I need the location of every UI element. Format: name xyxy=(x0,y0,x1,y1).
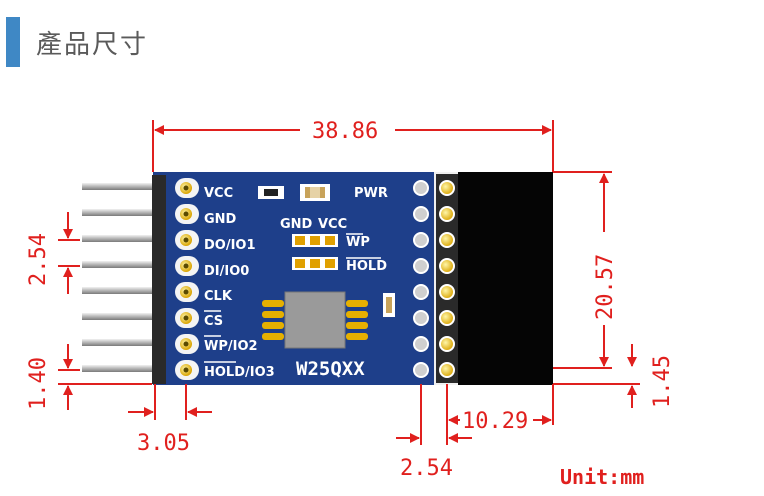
right-pad-columns xyxy=(409,172,460,385)
pin-label-cs: CS xyxy=(204,314,223,329)
pin-label-di: DI/IO0 xyxy=(204,264,249,279)
flash-chip: W25QXX xyxy=(262,291,368,380)
smd-components: PWR GND VCC WP HOLD xyxy=(258,184,395,317)
dimension-lines xyxy=(58,120,640,445)
pin-label-hold: HOLD/IO3 xyxy=(204,365,275,380)
dim-pitch-bottom: 2.54 xyxy=(400,456,453,481)
pin-label-gnd: GND xyxy=(204,212,237,227)
left-pads xyxy=(175,178,199,380)
dim-width: 38.86 xyxy=(312,119,378,144)
section-title: 產品尺寸 xyxy=(36,30,149,60)
dim-right-offset: 1.45 xyxy=(650,355,675,408)
dim-pitch-left: 2.54 xyxy=(26,233,51,286)
wp-label: WP xyxy=(346,235,370,250)
pcb-board xyxy=(153,172,453,385)
vcc-label: VCC xyxy=(318,217,347,232)
header-accent-bar xyxy=(6,17,20,67)
unit-label: Unit:mm xyxy=(560,465,644,489)
pin-label-clk: CLK xyxy=(204,289,233,304)
dim-edge-to-pin: 3.05 xyxy=(137,431,190,456)
hold-label: HOLD xyxy=(346,259,387,274)
pin-label-wp: WP/IO2 xyxy=(204,339,258,354)
left-header-plastic xyxy=(152,175,166,384)
pin-label-do: DO/IO1 xyxy=(204,238,256,253)
dim-header-width: 10.29 xyxy=(462,409,528,434)
section-header: 產品尺寸 xyxy=(6,17,764,67)
left-pins xyxy=(82,183,154,372)
dim-pin-offset: 1.40 xyxy=(26,357,51,410)
pin-label-vcc: VCC xyxy=(204,186,233,201)
gnd-label: GND xyxy=(280,217,313,232)
pwr-label: PWR xyxy=(354,186,388,201)
chip-name: W25QXX xyxy=(296,358,365,380)
pin-labels: VCC GND DO/IO1 DI/IO0 CLK CS WP/IO2 HOLD… xyxy=(204,186,275,380)
dim-height: 20.57 xyxy=(593,254,618,320)
right-connector-housing xyxy=(458,172,553,385)
